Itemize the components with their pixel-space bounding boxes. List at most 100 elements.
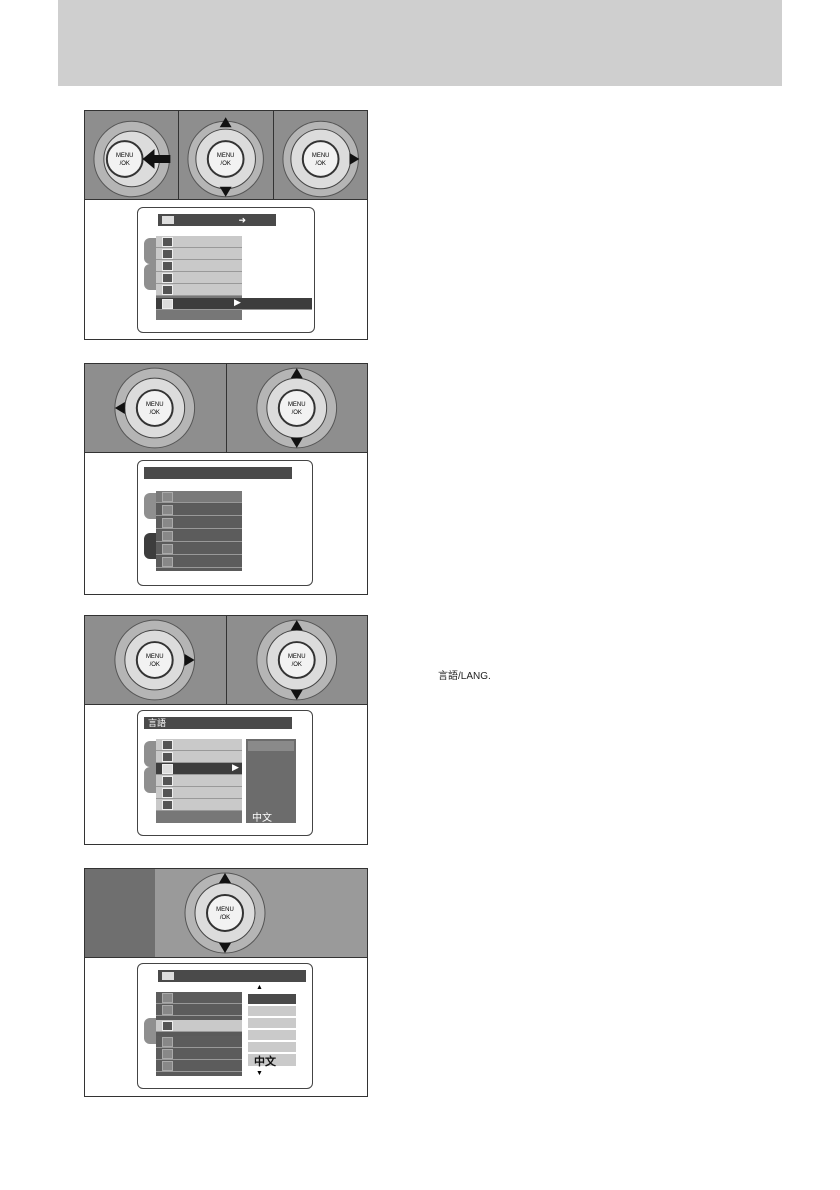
lcd-screen: 言語 ▶ 中文 [137, 710, 313, 836]
menu-label: MENU [146, 654, 164, 660]
panel-divider [85, 199, 367, 200]
menu-tab [144, 741, 156, 767]
lcd-screen: ▲ 中文 ▼ [137, 963, 313, 1089]
menu-tab [144, 238, 156, 264]
menu-item [156, 236, 242, 248]
language-option-selected [248, 994, 296, 1004]
menu-item [156, 284, 242, 296]
menu-item [156, 556, 242, 568]
menu-item [156, 530, 242, 542]
menu-titlebar [158, 970, 306, 982]
menu-label: MENU [146, 402, 164, 408]
menu-item [156, 260, 242, 272]
menu-item [156, 992, 242, 1004]
menu-item [156, 1060, 242, 1072]
quality-icon [162, 249, 173, 259]
set-icon [162, 216, 174, 224]
dial-up-down: MENU /OK [226, 364, 367, 452]
set-icon [162, 299, 173, 309]
shooting-menu: ▶ [156, 236, 312, 320]
dial-left: MENU /OK [85, 364, 227, 452]
menu-item [156, 272, 242, 284]
format-icon [162, 788, 173, 798]
panel-divider [85, 957, 367, 958]
menu-tab [144, 1018, 156, 1044]
dial-up-down: MENU /OK [226, 616, 367, 704]
time-difference-icon [162, 1005, 173, 1015]
dial-up-down-wide: MENU /OK [85, 869, 367, 957]
menu-item [156, 1004, 242, 1016]
menu-item-language-selected: ▶ [156, 762, 242, 775]
chevron-right-icon: ▶ [234, 297, 241, 307]
language-option: 中文 [248, 1054, 296, 1068]
ok-label: /OK [221, 161, 231, 167]
language-icon [162, 972, 174, 980]
ok-label: /OK [291, 410, 301, 416]
ok-label: /OK [150, 662, 160, 668]
continuous-icon [162, 273, 173, 283]
menu-item [156, 517, 242, 529]
dial-image: MENU /OK [282, 120, 360, 198]
menu-label: MENU [287, 654, 305, 660]
self-timer-icon [162, 237, 173, 247]
menu-item [156, 491, 242, 503]
menu-item-language-selected [156, 1020, 242, 1032]
format-icon [162, 1049, 173, 1059]
white-balance-icon [162, 261, 173, 271]
language-side-note: 言語/LANG. [438, 671, 491, 682]
menu-item [156, 504, 242, 516]
scroll-up-icon: ▲ [256, 984, 263, 991]
setup-menu: ▶ [156, 739, 242, 823]
step-4-photos: MENU /OK [85, 869, 367, 957]
language-option [248, 1018, 296, 1028]
menu-label: MENU [116, 153, 133, 159]
language-option-selected [248, 741, 294, 751]
menu-tab [144, 493, 156, 519]
menu-item [156, 543, 242, 555]
step-2-panel: MENU /OK MENU /OK [84, 363, 368, 595]
clock-icon [162, 492, 173, 502]
menu-item [156, 787, 242, 799]
dial-image: MENU /OK [187, 117, 265, 198]
menu-tab [144, 767, 156, 793]
setup-menu [156, 491, 242, 571]
reset-icon [162, 557, 173, 567]
chevron-right-icon: ▶ [232, 762, 239, 772]
language-icon [162, 1021, 173, 1031]
header-band [58, 0, 782, 86]
dial-image: MENU /OK [114, 619, 196, 701]
ok-label: /OK [220, 915, 230, 921]
dial-image: MENU /OK [85, 869, 266, 957]
dial-image: MENU /OK [93, 120, 171, 198]
menu-item [156, 1036, 242, 1048]
lcd-icon [162, 776, 173, 786]
menu-label: MENU [312, 153, 329, 159]
language-menu-title: 言語 [148, 718, 167, 728]
reset-icon [162, 1061, 173, 1071]
panel-divider [85, 452, 367, 453]
menu-tab [144, 264, 156, 290]
step-4-panel: MENU /OK ▲ 中文 ▼ [84, 868, 368, 1097]
time-difference-icon [162, 752, 173, 762]
time-difference-icon [162, 505, 173, 515]
step-3-panel: MENU /OK MENU /OK 言語 [84, 615, 368, 845]
menu-item-set-selected: ▶ [156, 297, 312, 310]
language-icon [162, 764, 173, 774]
menu-item [156, 248, 242, 260]
af-mode-icon [162, 285, 173, 295]
language-option [248, 1006, 296, 1016]
lcd-screen: ➜ ▶ [137, 207, 315, 333]
language-icon [162, 518, 173, 528]
lcd-icon [162, 1037, 173, 1047]
menu-item [156, 799, 242, 811]
language-option-chinese: 中文 [254, 1056, 276, 1068]
panel-divider [85, 704, 367, 705]
setup-menu [156, 992, 242, 1076]
clock-icon [162, 993, 173, 1003]
language-option [248, 1042, 296, 1052]
ok-label: /OK [150, 410, 160, 416]
dial-image: MENU /OK [114, 367, 196, 449]
dial-image: MENU /OK [255, 367, 337, 449]
menu-item [156, 1048, 242, 1060]
lcd-screen [137, 460, 313, 586]
